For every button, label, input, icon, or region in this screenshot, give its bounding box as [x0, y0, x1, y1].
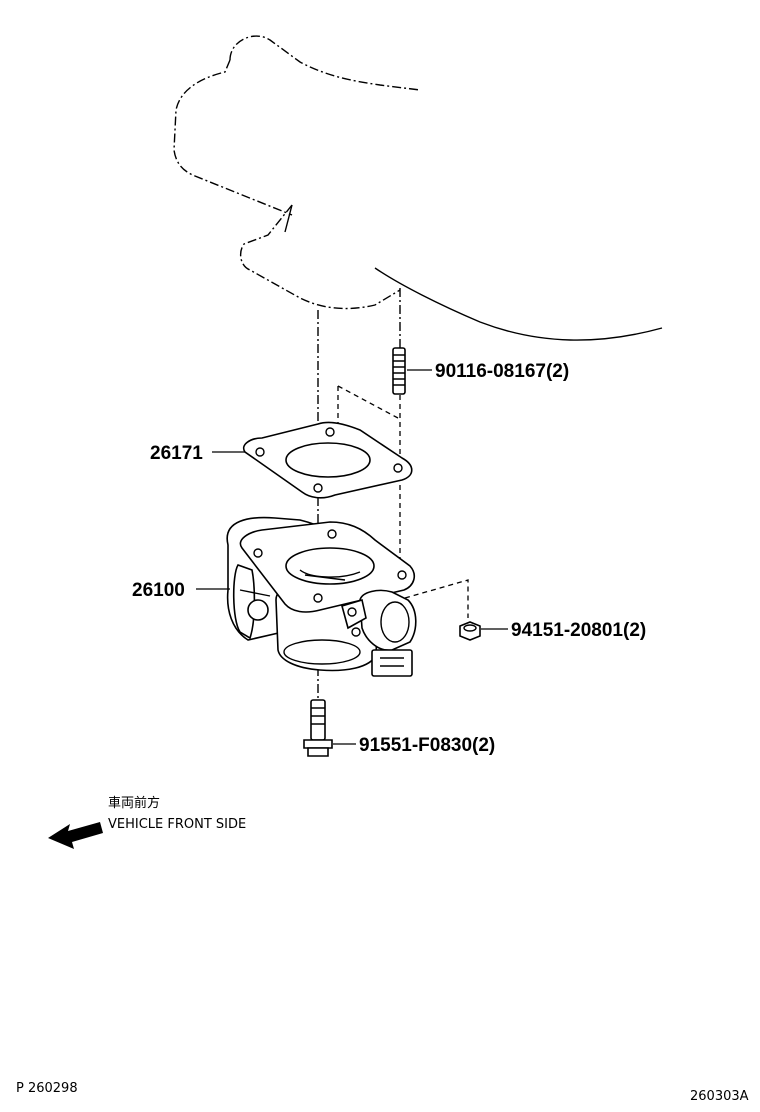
- footer-left-ref: P 260298: [16, 1081, 78, 1096]
- callout-stud: 90116-08167(2): [435, 361, 569, 382]
- direction-note-english: VEHICLE FRONT SIDE: [108, 817, 246, 832]
- front-arrow-icon: [48, 822, 103, 849]
- gasket: [243, 421, 413, 499]
- stud: [392, 347, 406, 395]
- vehicle-front-note: 車両前方 VEHICLE FRONT SIDE: [48, 795, 246, 849]
- footer-right-ref: 260303A: [690, 1089, 749, 1104]
- callout-gasket: 26171: [150, 443, 203, 464]
- callout-nut: 94151-20801(2): [511, 620, 646, 641]
- leader-lines: [196, 369, 508, 745]
- callout-throttle-body: 26100: [132, 580, 185, 601]
- nut: [459, 621, 481, 641]
- intake-manifold-phantom: [173, 35, 663, 341]
- bolt: [303, 699, 333, 757]
- direction-note-japanese: 車両前方: [108, 795, 160, 811]
- throttle-body: [226, 516, 417, 677]
- callout-bolt: 91551-F0830(2): [359, 735, 495, 756]
